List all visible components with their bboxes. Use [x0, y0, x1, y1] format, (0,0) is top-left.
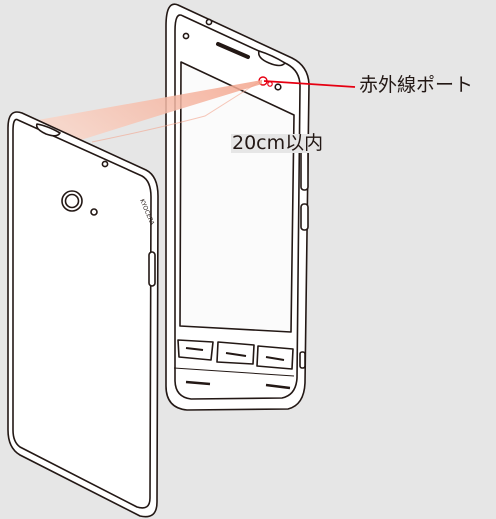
navigation-keys: [173, 339, 295, 390]
distance-label: 20cm以内: [231, 132, 325, 154]
infrared-receiver-icon: [101, 160, 109, 168]
infrared-port-label: 赤外線ポート: [359, 74, 474, 96]
back-facing-phone: [7, 111, 159, 518]
pointer-line: [263, 80, 356, 88]
front-facing-phone: [165, 3, 310, 411]
infrared-beam: [38, 80, 262, 146]
